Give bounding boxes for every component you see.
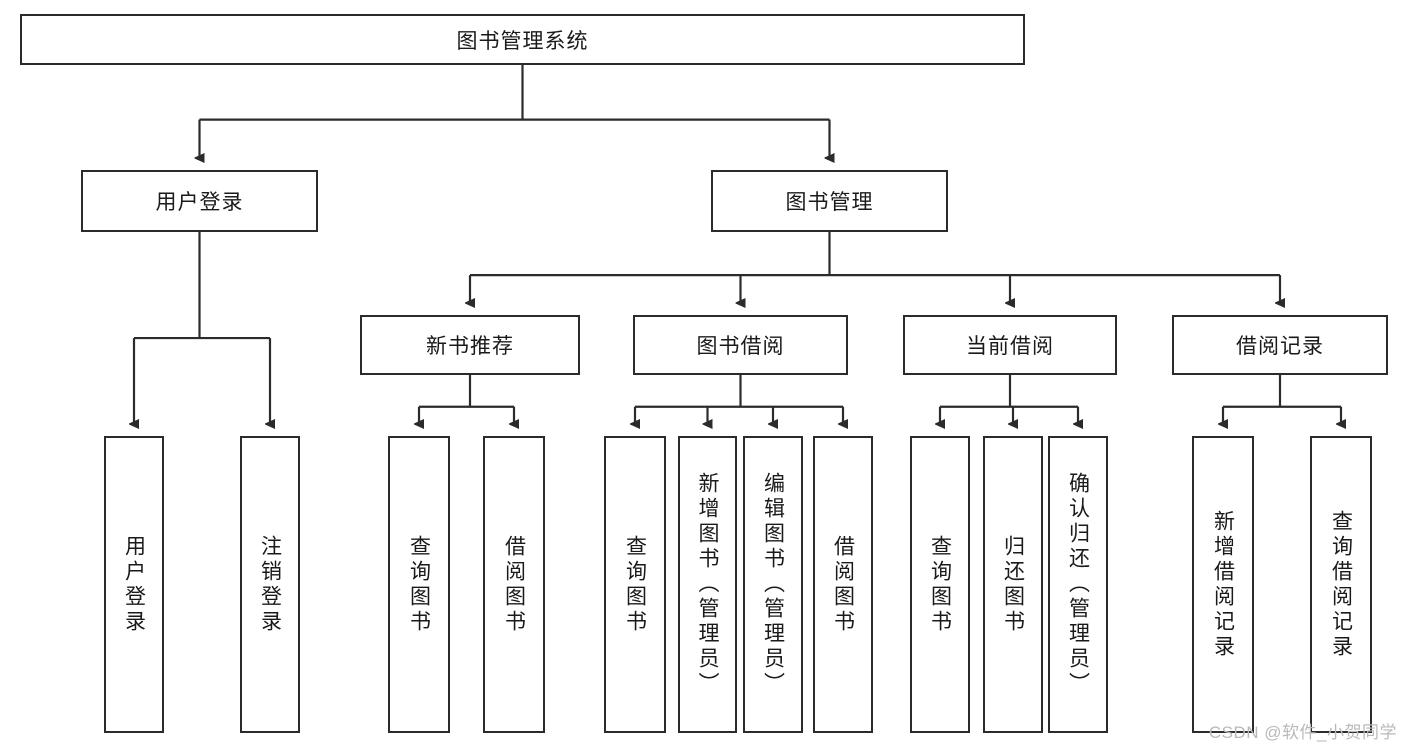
node-c1[interactable]: 查询图书	[910, 436, 970, 733]
node-b2[interactable]: 新增图书（管理员）	[678, 436, 737, 733]
node-label-r1: 新增借阅记录	[1211, 509, 1235, 660]
node-login[interactable]: 用户登录	[81, 170, 318, 232]
watermark-text: CSDN @软件_小贺同学	[1208, 723, 1397, 742]
node-label-c1: 查询图书	[928, 534, 952, 635]
node-newbook[interactable]: 新书推荐	[360, 315, 580, 375]
node-root[interactable]: 图书管理系统	[20, 14, 1025, 65]
node-label-current: 当前借阅	[966, 335, 1054, 358]
node-label-l1: 用户登录	[122, 534, 146, 635]
node-r2[interactable]: 查询借阅记录	[1310, 436, 1372, 733]
node-l2[interactable]: 注销登录	[240, 436, 300, 733]
node-b3[interactable]: 编辑图书（管理员）	[743, 436, 803, 733]
node-label-borrow: 图书借阅	[696, 335, 785, 358]
node-label-records: 借阅记录	[1236, 335, 1324, 358]
node-bookmgmt[interactable]: 图书管理	[711, 170, 948, 232]
node-label-b1: 查询图书	[623, 534, 647, 635]
node-label-n1: 查询图书	[407, 534, 431, 635]
node-c2[interactable]: 归还图书	[983, 436, 1043, 733]
node-label-n2: 借阅图书	[502, 534, 526, 635]
node-label-b2: 新增图书（管理员）	[696, 472, 719, 697]
node-label-b4: 借阅图书	[831, 534, 855, 635]
node-label-l2: 注销登录	[258, 534, 282, 635]
node-records[interactable]: 借阅记录	[1172, 315, 1388, 375]
node-label-c2: 归还图书	[1001, 534, 1025, 635]
node-c3[interactable]: 确认归还（管理员）	[1048, 436, 1108, 733]
node-n2[interactable]: 借阅图书	[483, 436, 545, 733]
node-label-login: 用户登录	[155, 191, 244, 214]
node-label-r2: 查询借阅记录	[1329, 509, 1353, 660]
node-n1[interactable]: 查询图书	[388, 436, 450, 733]
node-label-c3: 确认归还（管理员）	[1066, 472, 1090, 697]
node-label-newbook: 新书推荐	[426, 335, 514, 358]
node-label-b3: 编辑图书（管理员）	[761, 472, 785, 697]
node-current[interactable]: 当前借阅	[903, 315, 1117, 375]
node-borrow[interactable]: 图书借阅	[633, 315, 848, 375]
node-r1[interactable]: 新增借阅记录	[1192, 436, 1254, 733]
node-l1[interactable]: 用户登录	[104, 436, 164, 733]
node-label-bookmgmt: 图书管理	[785, 191, 874, 214]
node-label-root: 图书管理系统	[456, 29, 589, 53]
node-b4[interactable]: 借阅图书	[813, 436, 873, 733]
node-b1[interactable]: 查询图书	[604, 436, 666, 733]
